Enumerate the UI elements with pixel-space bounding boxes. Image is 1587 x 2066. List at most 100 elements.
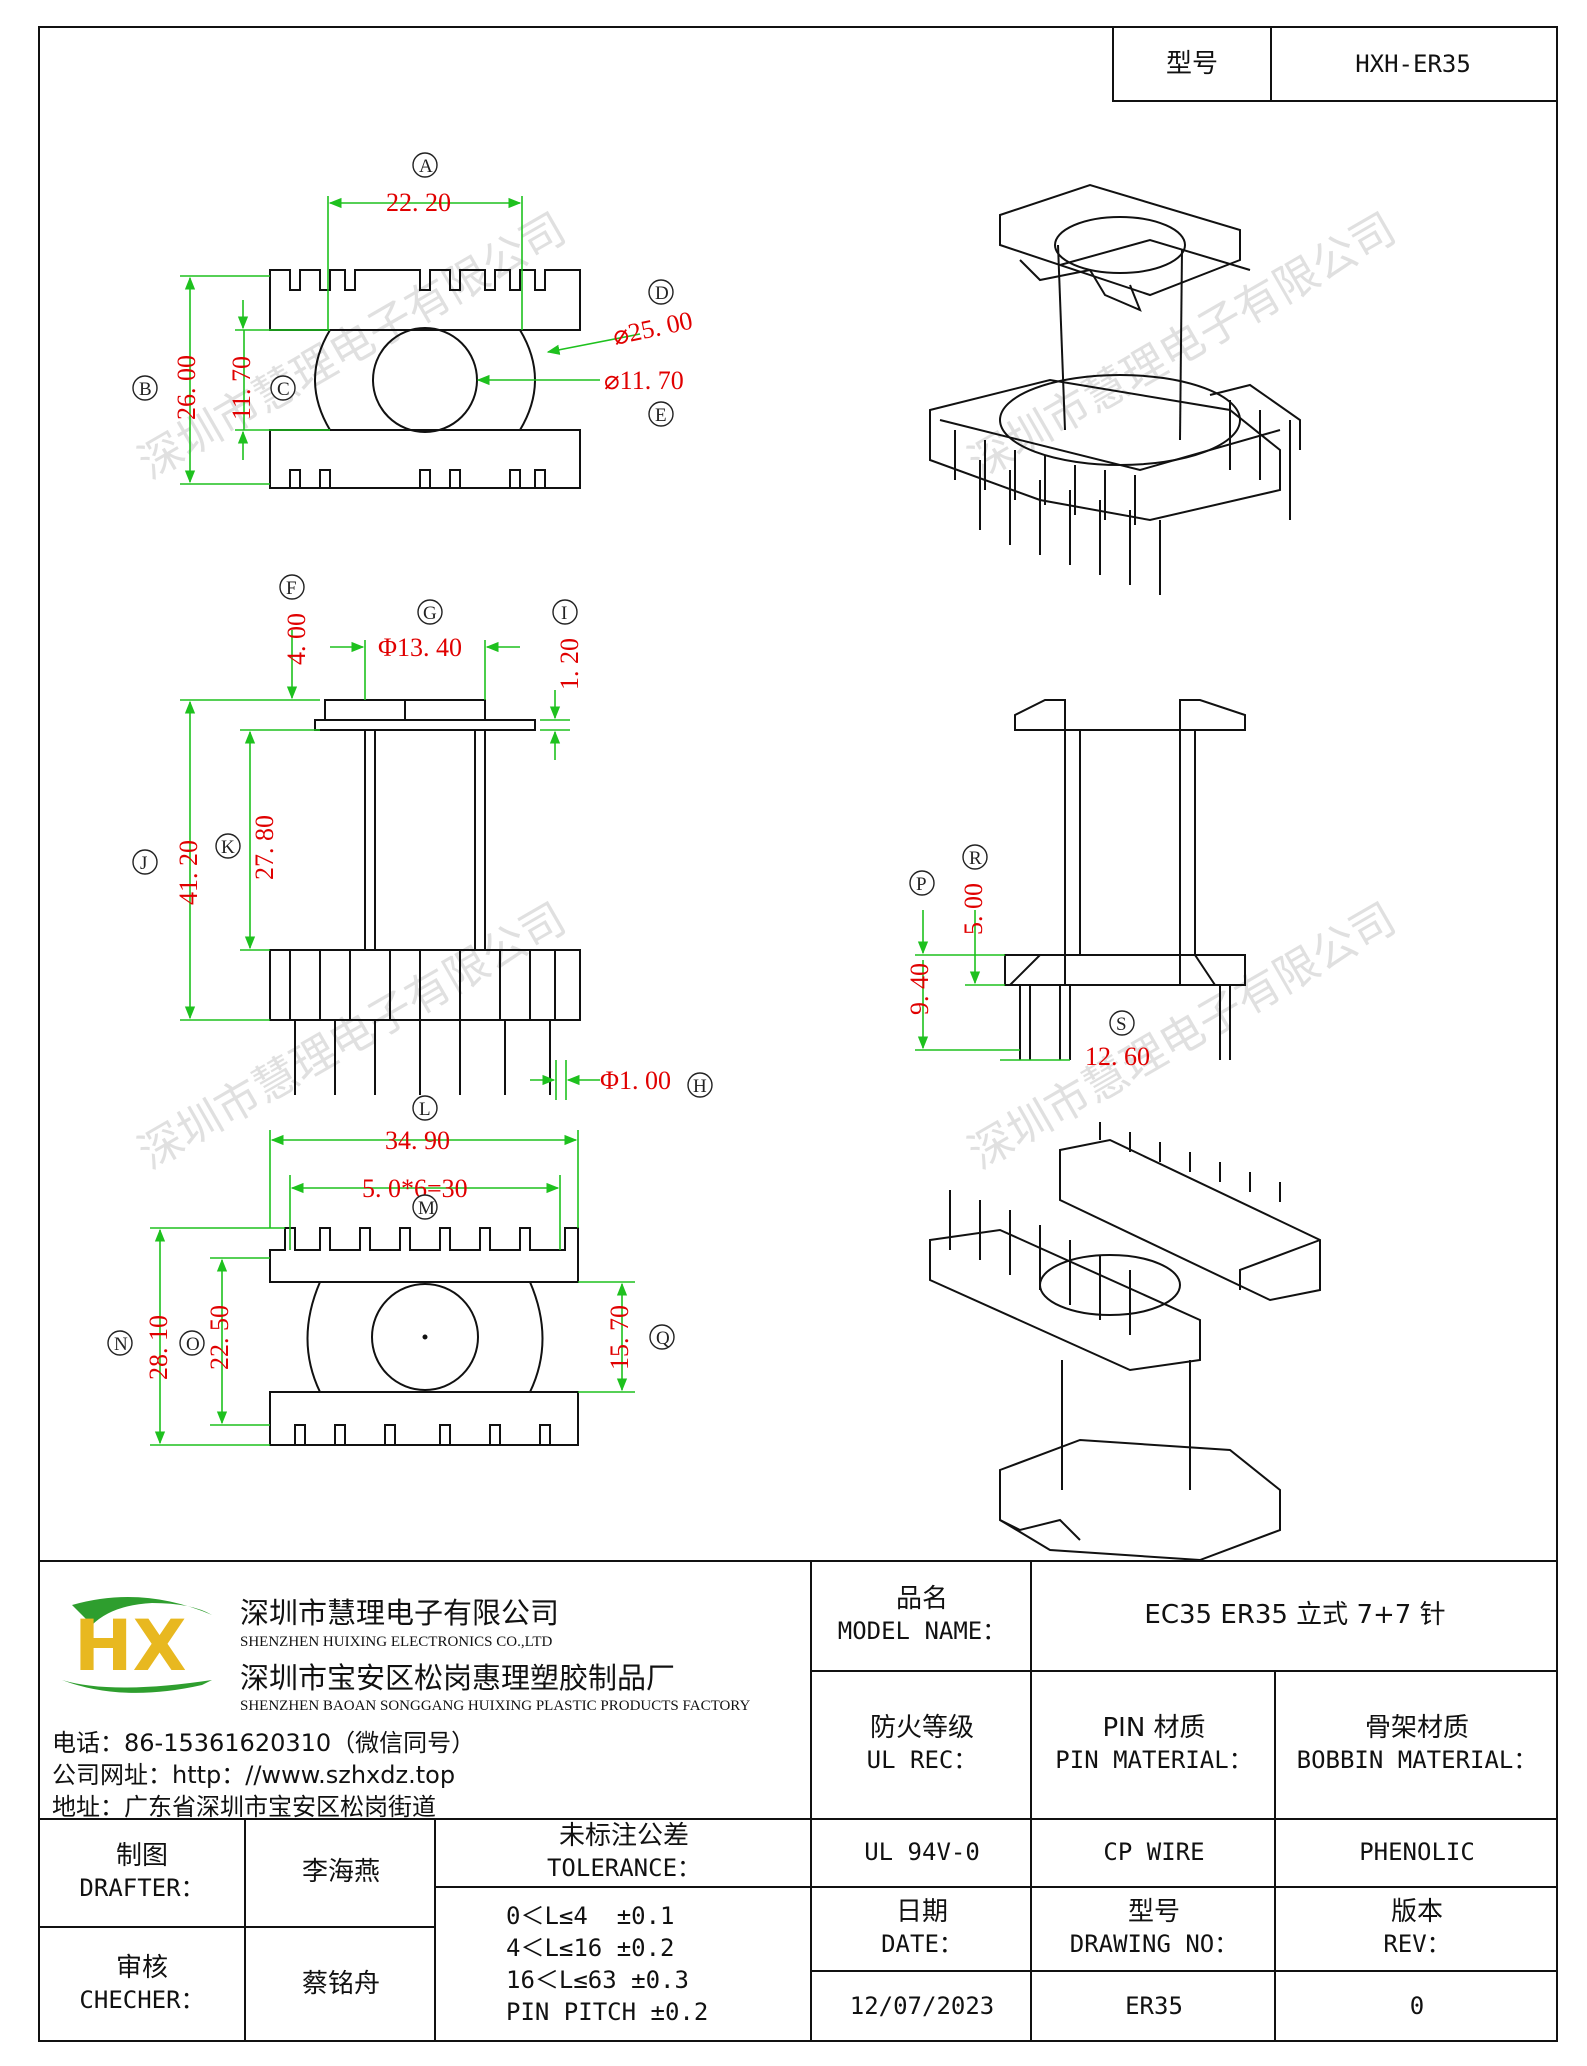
- drawing-no-label-cell: 型号 DRAWING NO：: [1030, 1886, 1276, 1972]
- drawing-no-cn: 型号: [1127, 1897, 1180, 1927]
- callout-F: F: [286, 578, 297, 599]
- right-side-view-dimensions: [915, 910, 1070, 1061]
- top-view-callouts: [132, 152, 674, 427]
- ul-en: UL REC：: [866, 1746, 978, 1774]
- company-logo: HX: [52, 1585, 222, 1705]
- side-view-top-flange: [314, 719, 536, 731]
- side-view-callouts: [132, 574, 713, 1098]
- top-view-center-hole: [372, 327, 478, 433]
- hx-logo-icon: HX: [62, 1597, 212, 1693]
- tolerance-row-1: 0＜L≤4 ±0.1: [506, 1902, 675, 1930]
- model-name-cn: 品名: [895, 1584, 948, 1614]
- drawing-no-value: ER35: [1125, 1992, 1183, 2020]
- bobbin-value: PHENOLIC: [1359, 1838, 1475, 1866]
- dim-I: 1. 20: [555, 638, 584, 690]
- rev-cn: 版本: [1390, 1897, 1443, 1927]
- logo-text: HX: [74, 1605, 187, 1687]
- company-address: 地址：广东省深圳市宝安区松岗街道: [52, 1793, 436, 1821]
- company-name-en-2: SHENZHEN BAOAN SONGGANG HUIXING PLASTIC …: [240, 1698, 751, 1714]
- callout-C: C: [277, 379, 290, 400]
- tolerance-row-4: PIN PITCH ±0.2: [506, 1998, 709, 2026]
- left-grid-top-line: [38, 1818, 812, 1820]
- drafter-name-cell: 李海燕: [244, 1818, 436, 1928]
- ul-cn: 防火等级: [869, 1713, 974, 1743]
- dim-C: 11. 70: [227, 356, 256, 420]
- dim-J: 41. 20: [174, 840, 203, 905]
- model-value-cell: HXH-ER35: [1270, 26, 1558, 102]
- pin-label-cell: PIN 材质 PIN MATERIAL：: [1030, 1670, 1276, 1820]
- company-website: 公司网址：http：//www.szhxdz.top: [52, 1761, 456, 1789]
- watermark-1: 深圳市慧理电子有限公司: [130, 203, 575, 489]
- date-cn: 日期: [895, 1897, 948, 1927]
- bobbin-cn: 骨架材质: [1364, 1713, 1469, 1743]
- watermark-3: 深圳市慧理电子有限公司: [130, 893, 575, 1179]
- top-view-dimensions: [180, 196, 641, 485]
- drawing-no-value-cell: ER35: [1030, 1970, 1276, 2042]
- callout-Q: Q: [656, 1328, 670, 1349]
- dim-E: ⌀11. 70: [604, 366, 684, 395]
- callout-H: H: [693, 1076, 707, 1097]
- model-value: HXH-ER35: [1355, 50, 1471, 78]
- company-name-cn-1: 深圳市慧理电子有限公司: [240, 1596, 560, 1630]
- checker-label-cell: 审核 CHECHER：: [38, 1926, 246, 2042]
- dim-G: Φ13. 40: [378, 633, 462, 662]
- top-view-upper-flange: [269, 269, 581, 331]
- dim-A: 22. 20: [386, 188, 451, 217]
- drafter-en: DRAFTER：: [79, 1874, 205, 1902]
- drafter-cn: 制图: [115, 1841, 168, 1871]
- callout-A: A: [419, 156, 433, 177]
- technical-drawing: 深圳市慧理电子有限公司 深圳市慧理电子有限公司 深圳市慧理电子有限公司 深圳市慧…: [107, 152, 1405, 1560]
- callout-L: L: [419, 1099, 431, 1120]
- tolerance-en: TOLERANCE：: [546, 1854, 702, 1882]
- rev-value: 0: [1409, 1992, 1425, 2020]
- pin-en: PIN MATERIAL：: [1055, 1746, 1253, 1774]
- callout-N: N: [114, 1334, 128, 1355]
- rev-label-cell: 版本 REV：: [1274, 1886, 1558, 1972]
- dim-S: 12. 60: [1085, 1042, 1150, 1071]
- tolerance-values-cell: 0＜L≤4 ±0.1 4＜L≤16 ±0.2 16＜L≤63 ±0.3 PIN …: [434, 1886, 812, 2042]
- bobbin-value-cell: PHENOLIC: [1274, 1818, 1558, 1888]
- tolerance-row-3: 16＜L≤63 ±0.3: [506, 1966, 689, 1994]
- dim-B: 26. 00: [172, 355, 201, 420]
- dim-N: 28. 10: [144, 1315, 173, 1380]
- tolerance-label-cell: 未标注公差 TOLERANCE：: [434, 1818, 812, 1888]
- company-name-cn-2: 深圳市宝安区松岗惠理塑胶制品厂: [240, 1661, 676, 1695]
- callout-G: G: [423, 603, 437, 624]
- tolerance-row-2: 4＜L≤16 ±0.2: [506, 1934, 675, 1962]
- drawing-frame: [38, 26, 1558, 2042]
- callout-E: E: [655, 405, 667, 426]
- date-value: 12/07/2023: [849, 1992, 995, 2020]
- side-view-base: [269, 949, 581, 1021]
- top-view-body-outline: [314, 329, 536, 431]
- company-name-en-1: SHENZHEN HUIXING ELECTRONICS CO.,LTD: [240, 1634, 553, 1650]
- date-en: DATE：: [881, 1930, 963, 1958]
- drafter-label-cell: 制图 DRAFTER：: [38, 1818, 246, 1928]
- dim-K: 27. 80: [250, 815, 279, 880]
- right-side-view-callouts: [909, 844, 1135, 1036]
- top-view-lower-flange: [269, 429, 581, 489]
- model-label: 型号: [1165, 49, 1218, 79]
- pin-value-cell: CP WIRE: [1030, 1818, 1276, 1888]
- ul-label-cell: 防火等级 UL REC：: [810, 1670, 1032, 1820]
- rev-value-cell: 0: [1274, 1970, 1558, 2042]
- checker-en: CHECHER：: [79, 1986, 205, 2014]
- dim-M: 5. 0*6=30: [362, 1174, 468, 1203]
- callout-D: D: [655, 283, 669, 304]
- model-name-value-cell: EC35 ER35 立式 7+7 针: [1030, 1560, 1558, 1672]
- model-name-label-cell: 品名 MODEL NAME：: [810, 1560, 1032, 1672]
- dim-D: ⌀25. 00: [610, 306, 695, 351]
- callout-B: B: [139, 379, 152, 400]
- checker-cn: 审核: [115, 1953, 168, 1983]
- date-label-cell: 日期 DATE：: [810, 1886, 1032, 1972]
- callout-S: S: [1116, 1014, 1127, 1035]
- dim-F: 4. 00: [282, 613, 311, 665]
- model-name-en: MODEL NAME：: [837, 1617, 1007, 1645]
- bottom-view-callouts: [107, 1095, 675, 1356]
- dim-H: Φ1. 00: [600, 1066, 671, 1095]
- callout-O: O: [186, 1334, 200, 1355]
- callout-J: J: [140, 853, 147, 874]
- bottom-view: [269, 1227, 579, 1446]
- watermark-4: 深圳市慧理电子有限公司: [960, 893, 1405, 1179]
- dim-L: 34. 90: [385, 1126, 450, 1155]
- checker-name-cell: 蔡铭舟: [244, 1926, 436, 2042]
